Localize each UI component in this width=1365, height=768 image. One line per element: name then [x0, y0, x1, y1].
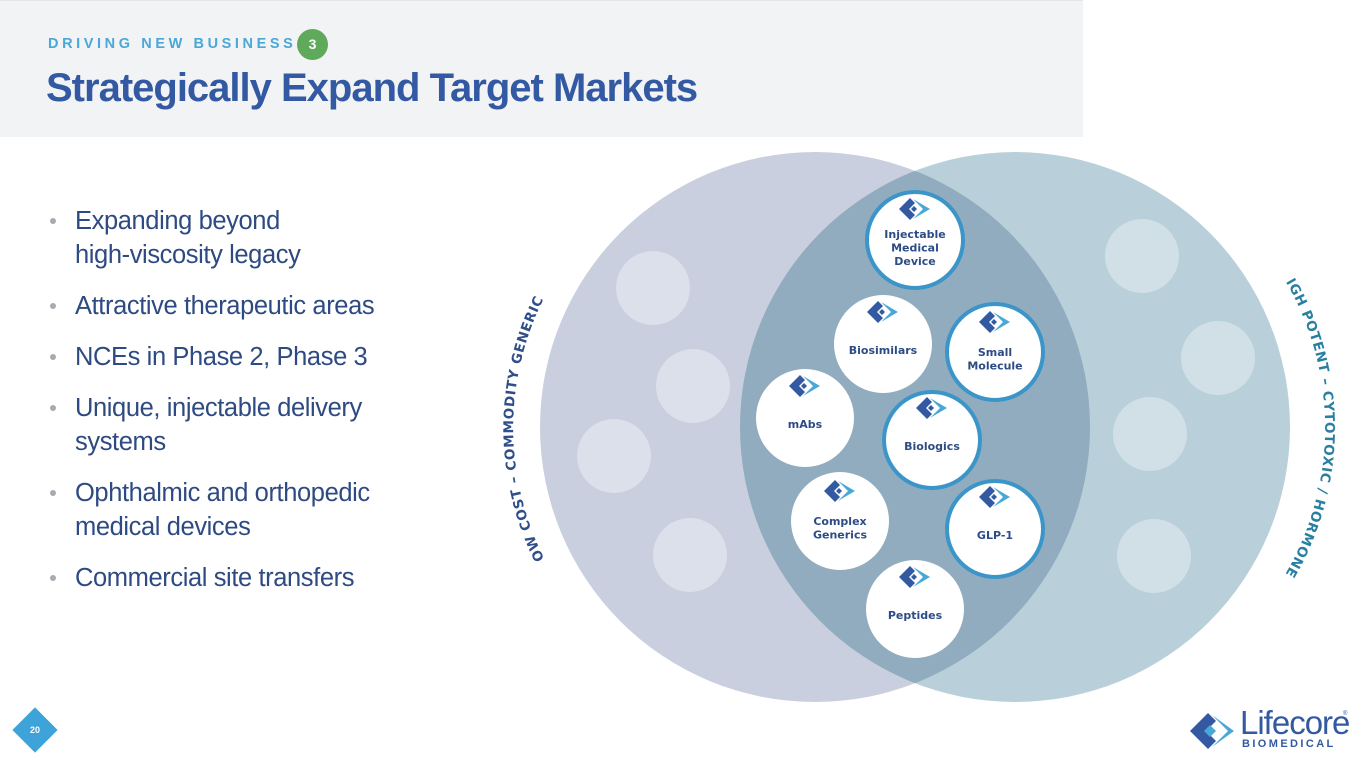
decor-dot: [1113, 397, 1187, 471]
market-node: mAbs: [756, 369, 854, 467]
market-node-label: Complex: [813, 515, 866, 528]
bullet-dot-icon: [50, 303, 56, 309]
decor-dot: [616, 251, 690, 325]
bullet-text: Ophthalmic and orthopedic: [75, 479, 370, 507]
bullet-text: systems: [75, 428, 166, 456]
market-node-label: Injectable: [884, 228, 945, 241]
venn-overlap: [740, 152, 1090, 702]
bullet-item: NCEs in Phase 2, Phase 3: [48, 340, 428, 374]
decor-dot: [653, 518, 727, 592]
bullet-item: Ophthalmic and orthopedic medical devices: [48, 476, 428, 544]
bullet-text: Expanding beyond: [75, 207, 280, 235]
header-band: [0, 0, 1083, 137]
bullet-dot-icon: [50, 218, 56, 224]
bullet-item: Unique, injectable delivery systems: [48, 391, 428, 459]
market-node-label: GLP-1: [977, 529, 1013, 542]
bullet-text: medical devices: [75, 513, 251, 541]
market-node: GLP-1: [945, 479, 1045, 579]
bullet-text: high-viscosity legacy: [75, 241, 301, 269]
bullet-dot-icon: [50, 405, 56, 411]
right-decor-dots: [1105, 219, 1255, 593]
decor-dot: [1105, 219, 1179, 293]
decor-dot: [1117, 519, 1191, 593]
market-node-label: Peptides: [888, 609, 943, 622]
page-number: 20: [29, 725, 40, 735]
page-title: Strategically Expand Target Markets: [46, 66, 698, 110]
decor-dot: [1181, 321, 1255, 395]
bullet-dot-icon: [50, 354, 56, 360]
market-node: Peptides: [866, 560, 964, 658]
market-node-label: mAbs: [788, 418, 823, 431]
page-number-badge: 20: [12, 707, 58, 753]
market-node-circle: [865, 190, 965, 290]
market-node-circle: [756, 369, 854, 467]
market-node-label: Biosimilars: [849, 344, 918, 357]
decor-dot: [577, 419, 651, 493]
bullet-item: Attractive therapeutic areas: [48, 289, 428, 323]
logo-wordmark: Lifecore: [1240, 704, 1350, 741]
market-node: Biologics: [882, 390, 982, 490]
bullet-text: Unique, injectable delivery: [75, 394, 362, 422]
market-node-label: Generics: [813, 529, 867, 542]
market-node-label: Biologics: [904, 440, 960, 453]
section-number-badge: 3: [297, 29, 328, 60]
lifecore-diamond-icon: [979, 311, 1010, 333]
lifecore-diamond-icon: [824, 480, 855, 502]
market-node-circle: [945, 479, 1045, 579]
lifecore-diamond-icon: [979, 486, 1010, 508]
lifecore-diamond-icon: [899, 566, 930, 588]
market-node-circle: [945, 302, 1045, 402]
lifecore-logo-icon: [1190, 713, 1234, 749]
lifecore-logo: Lifecore ® BIOMEDICAL: [1186, 704, 1356, 755]
market-node-circle: [834, 295, 932, 393]
market-node: Biosimilars: [834, 295, 932, 393]
lifecore-diamond-icon: [867, 301, 898, 323]
lifecore-diamond-icon: [916, 397, 947, 419]
bullet-dot-icon: [50, 575, 56, 581]
bullet-item: Commercial site transfers: [48, 561, 428, 595]
logo-registered-mark: ®: [1343, 711, 1348, 717]
market-node-label: Molecule: [967, 360, 1022, 373]
lifecore-diamond-icon: [789, 375, 820, 397]
bullet-item: Expanding beyond high-viscosity legacy: [48, 204, 428, 272]
market-node-label: Small: [978, 346, 1012, 359]
bullet-text: Attractive therapeutic areas: [75, 292, 375, 320]
left-arc-label: LOW COST – COMMODITY GENERICS: [0, 0, 548, 564]
market-node-label: Medical: [891, 242, 939, 255]
decor-dot: [656, 349, 730, 423]
section-eyebrow: DRIVING NEW BUSINESS: [48, 36, 297, 52]
market-node-label: Device: [894, 255, 936, 268]
market-node-circle: [791, 472, 889, 570]
lifecore-diamond-icon: [899, 198, 930, 220]
bullet-text: NCEs in Phase 2, Phase 3: [75, 343, 368, 371]
bullet-text: Commercial site transfers: [75, 564, 355, 592]
left-decor-dots: [577, 251, 730, 592]
bullet-dot-icon: [50, 490, 56, 496]
logo-subtitle: BIOMEDICAL: [1242, 738, 1336, 750]
market-node-circle: [866, 560, 964, 658]
market-node-circle: [882, 390, 982, 490]
